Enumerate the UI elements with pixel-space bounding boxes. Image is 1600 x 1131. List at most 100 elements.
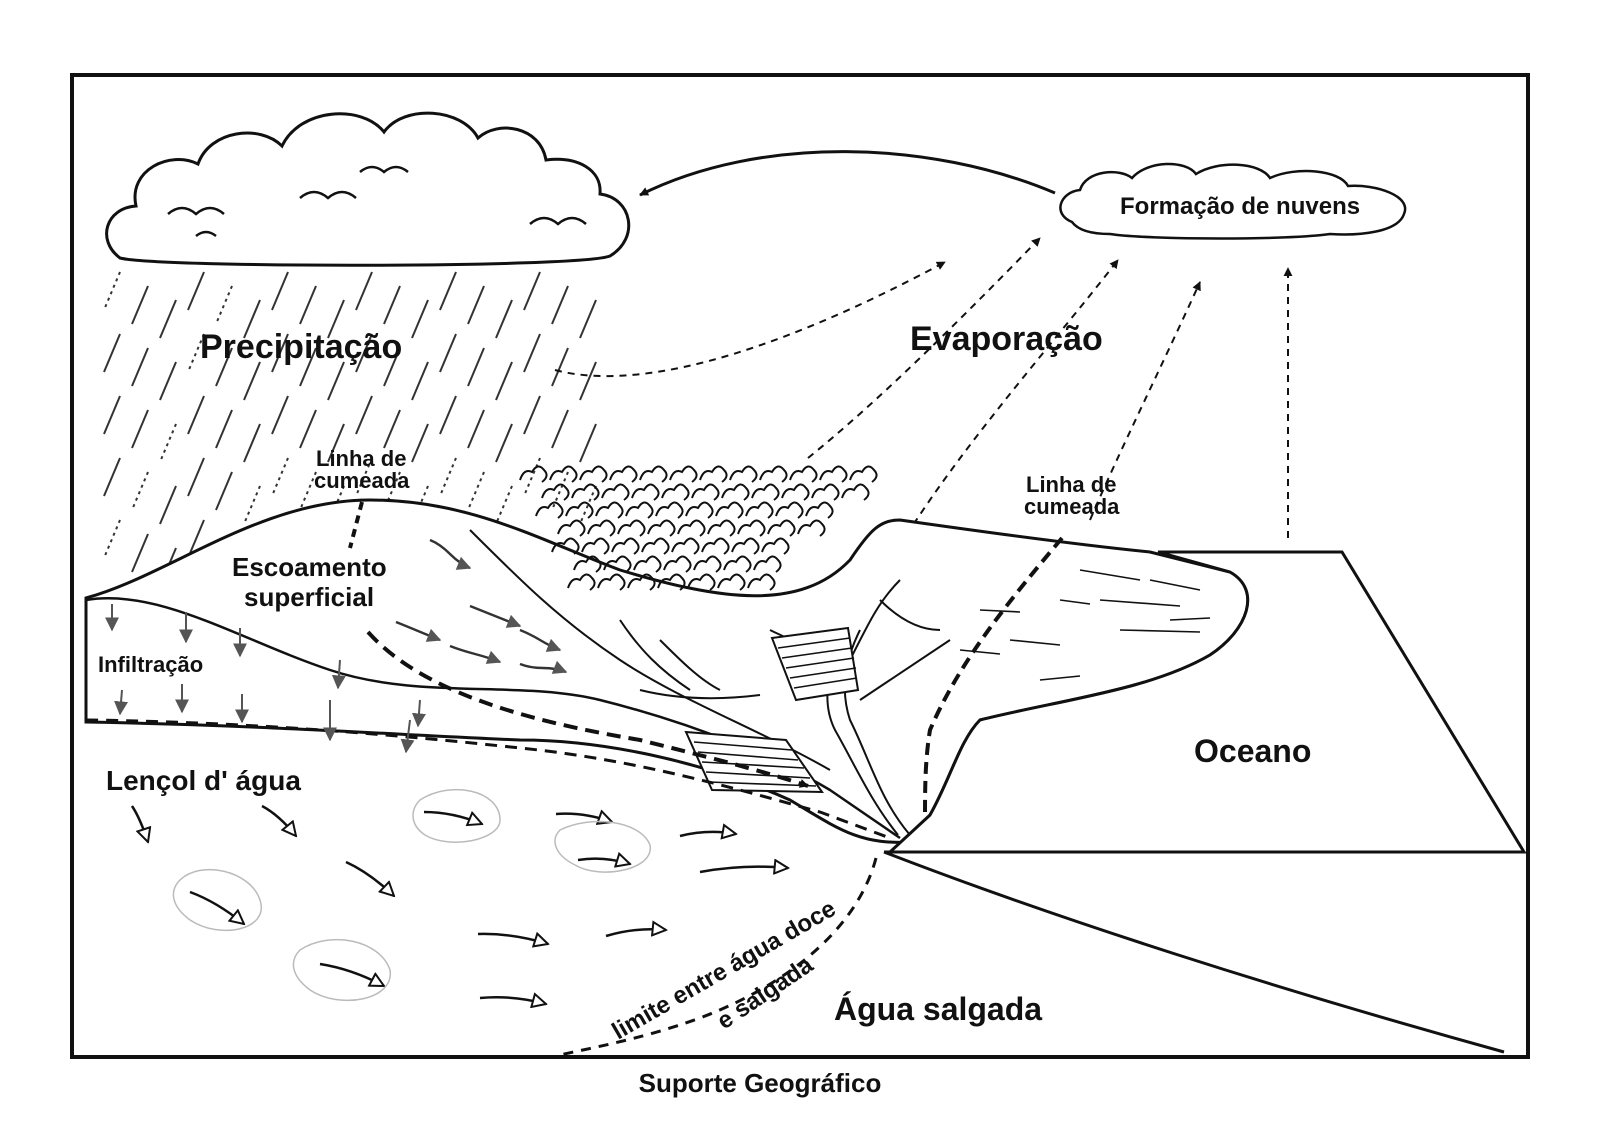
runoff-arrow: [469, 604, 522, 628]
tree-crown: [633, 555, 662, 573]
rain-cloud: [105, 111, 631, 267]
rain-streak: [467, 285, 485, 325]
tree-crown: [751, 483, 780, 501]
tree-crown: [663, 555, 692, 573]
slope-hatch-line: [1169, 617, 1211, 621]
tree-crown: [759, 465, 788, 483]
rain-streak: [215, 471, 233, 511]
rain-streak: [355, 271, 373, 311]
tree-crown: [729, 465, 758, 483]
runoff-label-2: superficial: [244, 582, 374, 612]
ocean-label: Oceano: [1194, 733, 1311, 769]
tree-crown: [627, 573, 656, 591]
fresh-salt-boundary-line: [559, 857, 878, 1057]
tree-crown: [551, 537, 580, 555]
water-table-label: Lençol d' água: [106, 765, 301, 796]
rain-streak: [411, 423, 429, 463]
rain-streak: [215, 409, 233, 449]
tree-crown: [781, 483, 810, 501]
rain-streak: [243, 361, 261, 401]
rain-streak: [551, 409, 569, 449]
tree-crown: [797, 519, 826, 537]
tree-crown: [841, 483, 870, 501]
field-plot-upper: [770, 626, 860, 702]
rain-streak: [467, 409, 485, 449]
tree-crown: [747, 573, 776, 591]
tree-crown: [541, 483, 570, 501]
infiltration-arrow: [114, 689, 129, 716]
tree-crown: [761, 537, 790, 555]
rain-streak: [523, 333, 541, 373]
seafloor-slope: [883, 850, 1505, 1054]
groundwater-arrow: [189, 890, 244, 924]
tree-crown: [595, 501, 624, 519]
rain-streak: [327, 423, 345, 463]
forest-canopy: [519, 465, 878, 591]
tree-crown: [717, 573, 746, 591]
rain-streak: [131, 533, 149, 573]
ridge-line-right-label-1: Linha de: [1026, 472, 1116, 497]
ridge-line-left-label-1: Linha de: [316, 446, 406, 471]
salt-water-label: Água salgada: [834, 991, 1042, 1027]
tree-crown: [557, 519, 586, 537]
slope-hatch-line: [1099, 599, 1181, 607]
rain-streak: [299, 409, 317, 449]
rain-streak: [187, 395, 205, 435]
runoff-arrow: [449, 644, 502, 664]
precipitation-label: Precipitação: [200, 328, 402, 366]
hill-outline: [469, 529, 831, 771]
field-plot-lower: [684, 730, 824, 794]
rain-streak: [243, 423, 261, 463]
tree-crown: [701, 537, 730, 555]
groundwater-arrow: [699, 867, 788, 872]
rain-streak: [523, 271, 541, 311]
tree-crown: [535, 501, 564, 519]
infiltration-arrow: [331, 659, 346, 690]
rain-streak: [327, 361, 345, 401]
rain-streak: [131, 409, 149, 449]
rain-streak: [327, 299, 345, 339]
tree-crown: [767, 519, 796, 537]
slope-hatch-line: [1059, 599, 1091, 605]
runoff-label-1: Escoamento: [232, 552, 387, 582]
tree-crown: [789, 465, 818, 483]
rain-streak: [439, 271, 457, 311]
ridge-line-right-label-2: cumeada: [1024, 494, 1120, 519]
rain-streak: [187, 271, 205, 311]
tree-crown: [805, 501, 834, 519]
cloud-transport-arrow: [639, 150, 1056, 197]
groundwater-arrow: [261, 804, 296, 836]
rain-streak: [187, 519, 205, 559]
slope-hatch-line: [979, 609, 1021, 613]
rain-streak: [103, 333, 121, 373]
rain-streak: [271, 333, 289, 373]
tree-crown: [707, 519, 736, 537]
slope-hatch-line: [959, 649, 1001, 655]
infiltration-arrow: [400, 719, 415, 754]
tree-crown: [721, 483, 750, 501]
rain-streak: [299, 347, 317, 387]
rain-streak: [383, 409, 401, 449]
groundwater-arrow: [679, 832, 736, 836]
ridge-line-left-marker: [348, 501, 364, 549]
rain-streak: [383, 347, 401, 387]
tree-crown: [811, 483, 840, 501]
tree-crown: [597, 573, 626, 591]
tree-crown: [775, 501, 804, 519]
rain-streak: [131, 285, 149, 325]
formation-cloud: [1059, 162, 1407, 240]
tree-crown: [669, 465, 698, 483]
tree-crown: [519, 465, 548, 483]
cloud-puffs: [167, 165, 587, 238]
tree-crown: [549, 465, 578, 483]
tree-crown: [737, 519, 766, 537]
rain-streak: [271, 395, 289, 435]
rain-streak: [271, 271, 289, 311]
tree-crown: [661, 483, 690, 501]
cloud-formation-label: Formação de nuvens: [1120, 193, 1360, 220]
rain-streak: [411, 361, 429, 401]
tree-crown: [753, 555, 782, 573]
slope-hatch-line: [1079, 569, 1141, 581]
tree-crown: [657, 573, 686, 591]
